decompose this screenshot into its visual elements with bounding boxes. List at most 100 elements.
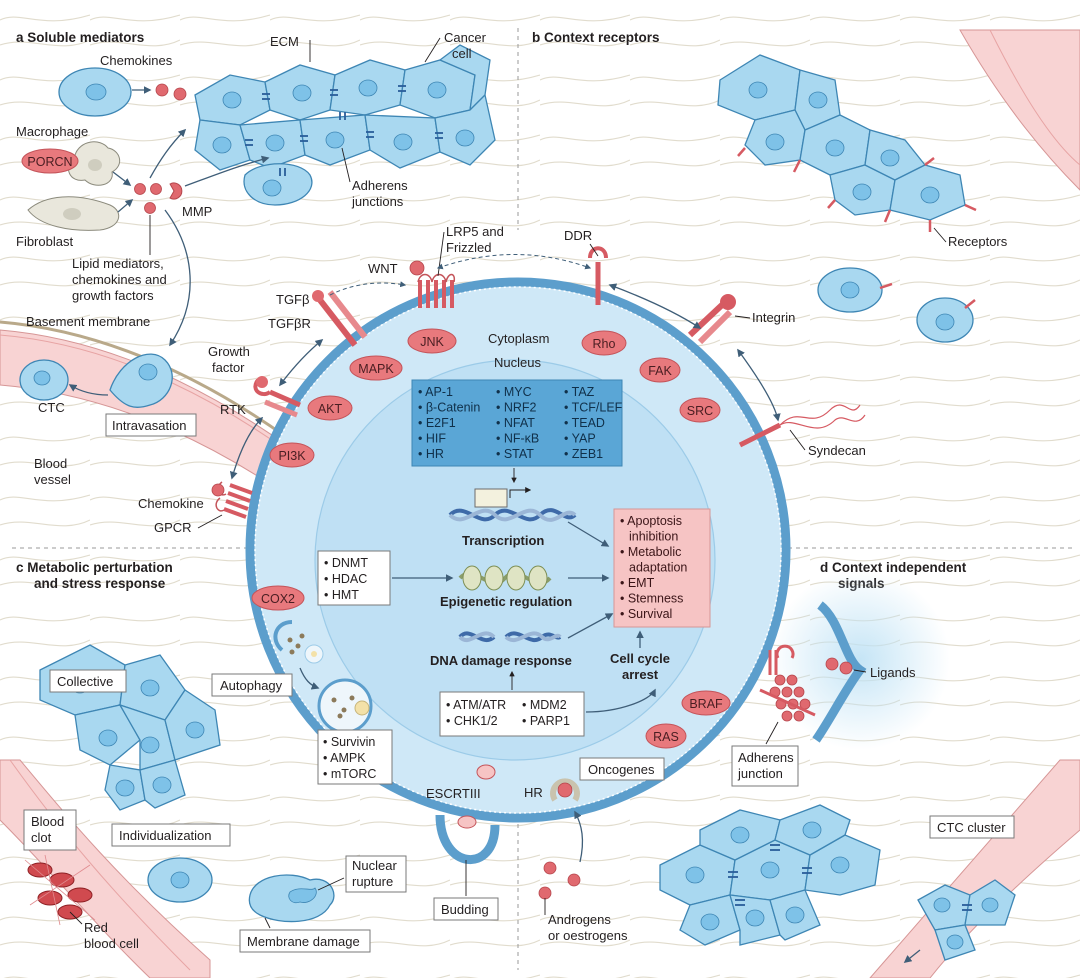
ctc-cluster-arrow (903, 949, 921, 963)
epigenetic-label: Epigenetic regulation (440, 594, 572, 609)
cancer-cell-label-2: cell (452, 46, 472, 61)
dna-damage-label: DNA damage response (430, 653, 572, 668)
fibroblast-label: Fibroblast (16, 234, 73, 249)
nuclear-rupture-label-1: Nuclear (352, 858, 397, 873)
tf-item: • E2F1 (418, 416, 456, 430)
tf-item: • TCF/LEF (564, 401, 623, 415)
ctc-cluster-cells (917, 879, 1016, 961)
panel-c-title-line2: and stress response (34, 576, 166, 591)
budding-label: Budding (441, 902, 489, 917)
hormone-dot (543, 861, 557, 875)
gpcr-label: GPCR (154, 520, 192, 535)
hormone-dot (538, 886, 552, 900)
rho-pill (581, 330, 627, 356)
integrin-label: Integrin (752, 310, 795, 325)
blood-vessel-label-2: vessel (34, 472, 71, 487)
panel-a-title: a Soluble mediators (16, 30, 144, 45)
transcription-label: Transcription (462, 533, 544, 548)
hormone-arrow (574, 810, 584, 863)
red-blood-cells (24, 854, 96, 926)
jnk-label: JNK (420, 335, 444, 349)
adherens-leader (341, 147, 351, 183)
metabolic-item: • Survivin (323, 735, 375, 749)
nucleus-label: Nucleus (494, 355, 541, 370)
mmp-label: MMP (182, 204, 212, 219)
epigenetic-dna (458, 565, 552, 591)
blood-vessel-b (959, 29, 1080, 191)
ligand-glow (770, 570, 950, 750)
tf-item: • ZEB1 (564, 447, 603, 461)
tumour-mass (194, 44, 496, 171)
rbc-label-2: blood cell (84, 936, 139, 951)
macrophage-arrow (112, 171, 132, 186)
oncogenes-label: Oncogenes (588, 762, 655, 777)
autophagy-arrow (299, 667, 320, 690)
tumour-mass-d (659, 804, 881, 946)
chemokine-label: Chemokine (138, 496, 204, 511)
individual-cell-nucleus (170, 871, 190, 889)
tf-item: • MYC (496, 385, 532, 399)
cancer-cell-leader (424, 37, 441, 63)
syndecan-receptor (738, 404, 866, 448)
hormone-receptor (550, 778, 580, 802)
panel-c-title: c Metabolic perturbation (16, 560, 173, 575)
adherens-junction-label-2: junction (737, 766, 783, 781)
tgfb-label: TGFβ (276, 292, 309, 307)
fak-pill (639, 357, 681, 383)
receptors-leader (933, 227, 947, 243)
epigenetic-enzyme: • HDAC (324, 572, 367, 586)
panel-b-title: b Context receptors (532, 30, 660, 45)
tf-item: • β-Catenin (418, 401, 480, 415)
ddr-integrin-arrow (608, 283, 702, 329)
blood-vessel-label-1: Blood (34, 456, 67, 471)
hormone-bound (557, 782, 573, 798)
pi3k-pill (269, 442, 315, 468)
metabolic-list: • Survivin• AMPK• mTORC (323, 735, 376, 781)
damage-outcome-arrow (567, 613, 614, 639)
dna-damage-box (439, 691, 585, 737)
transcription-factor-box: • AP-1• β-Catenin• E2F1• HIF• HR• MYC• N… (411, 379, 623, 467)
intravasation-label: Intravasation (112, 418, 186, 433)
secreting-nucleus (85, 83, 107, 101)
cancer-cell-label-1: Cancer (444, 30, 487, 45)
ras-pill (645, 723, 687, 749)
wnt-ddr-arrow (436, 254, 592, 270)
outcome-item: • Stemness (620, 592, 683, 606)
fibroblast-nucleus (63, 208, 81, 220)
tf-item: • TAZ (564, 385, 595, 399)
outcome-item: adaptation (629, 561, 687, 575)
migrating-nucleus (262, 179, 282, 197)
single-cell-b1-nucleus (840, 281, 860, 299)
basement-membrane-label: Basement membrane (26, 314, 150, 329)
cell-cycle-label-1: Cell cycle (610, 651, 670, 666)
outcome-item: • Apoptosis (620, 514, 682, 528)
damage-item: • MDM2 (522, 698, 567, 712)
jnk-pill (407, 328, 457, 354)
growth-factor-label-1: Growth (208, 344, 250, 359)
rbc-leader (69, 911, 83, 925)
tf-item: • YAP (564, 432, 596, 446)
mediator-to-vessel-arrow (164, 209, 191, 347)
wnt-label: WNT (368, 261, 398, 276)
cox2-pill (251, 585, 305, 611)
androgens-label-1: Androgens (548, 912, 611, 927)
outcome-item: • EMT (620, 576, 655, 590)
mediator-dot (144, 202, 156, 214)
wnt-ligand (409, 260, 425, 276)
braf-label: BRAF (689, 697, 723, 711)
tf-item: • STAT (496, 447, 534, 461)
ras-label: RAS (653, 730, 679, 744)
escrtiii-label: ESCRTIII (426, 786, 481, 801)
porcn-label: PORCN (27, 155, 72, 169)
akt-pill (307, 395, 353, 421)
chemokines-label: Chemokines (100, 53, 173, 68)
mediator-dot (150, 183, 162, 195)
single-cell-b2-nucleus (935, 313, 955, 331)
braf-pill (681, 690, 731, 716)
integrin-leader (734, 315, 751, 319)
rtk-label: RTK (220, 402, 246, 417)
src-pill (679, 397, 721, 423)
blood-clot-box (23, 809, 77, 851)
